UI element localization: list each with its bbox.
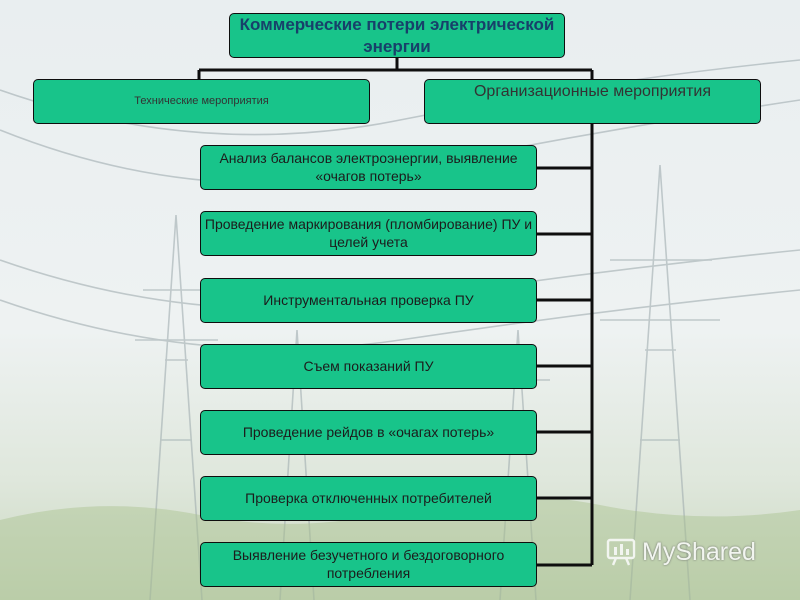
measure-label: Съем показаний ПУ [303, 357, 434, 374]
measure-instrument-check: Инструментальная проверка ПУ [200, 278, 537, 323]
measure-label: Инструментальная проверка ПУ [263, 291, 474, 308]
measure-raids: Проведение рейдов в «очагах потерь» [200, 410, 537, 455]
measure-label: Проведение рейдов в «очагах потерь» [242, 423, 495, 440]
myshared-watermark: MyShared [606, 537, 756, 567]
measure-unmetered-consumption: Выявление безучетного и бездоговорного п… [200, 542, 537, 587]
measure-meter-reading: Съем показаний ПУ [200, 344, 537, 389]
organizational-measures-box: Организационные мероприятия [424, 79, 761, 124]
measure-label: Проверка отключенных потребителей [245, 489, 492, 506]
measure-label: Анализ балансов электроэнергии, выявлени… [219, 150, 518, 184]
measure-disconnected-check: Проверка отключенных потребителей [200, 476, 537, 521]
root-box-commercial-losses: Коммерческие потери электрической энерги… [229, 13, 565, 58]
presentation-board-icon [606, 538, 636, 566]
technical-measures-box: Технические мероприятия [33, 79, 370, 124]
measure-balance-analysis: Анализ балансов электроэнергии, выявлени… [200, 145, 537, 190]
measure-marking-sealing: Проведение маркирования (пломбирование) … [200, 211, 537, 256]
technical-measures-label: Технические мероприятия [134, 94, 269, 107]
measure-label: Проведение маркирования (пломбирование) … [204, 216, 533, 250]
root-title: Коммерческие потери электрической энерги… [239, 15, 555, 56]
organizational-measures-label: Организационные мероприятия [473, 83, 712, 100]
watermark-text: MyShared [642, 537, 756, 566]
measure-label: Выявление безучетного и бездоговорного п… [232, 547, 505, 581]
